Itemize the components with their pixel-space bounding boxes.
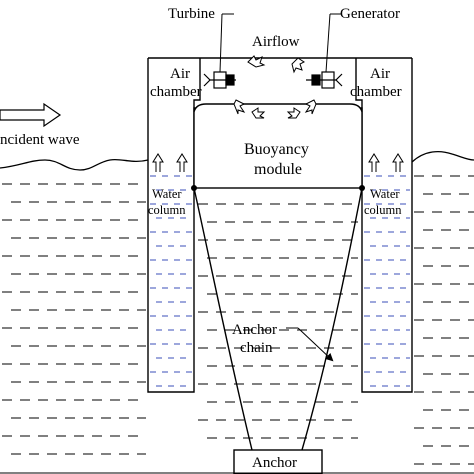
incident-wave-arrow (0, 102, 62, 128)
turbine-unit (203, 71, 236, 89)
sea-surface-left (0, 158, 149, 171)
anchor-label: Anchor (252, 455, 297, 471)
buoyancy-module-label-1: Buoyancy (244, 141, 309, 158)
water-column-arrows (152, 153, 404, 172)
air-chamber-left-label-2: chamber (150, 84, 202, 100)
buoyancy-module-label-2: module (254, 161, 302, 178)
generator-leader (325, 13, 331, 73)
water-column-right-fill (364, 175, 410, 387)
turbine-leader (219, 13, 223, 73)
chain-joint-left (191, 185, 197, 191)
anchor-chain-right (301, 187, 363, 451)
sea-surface-right (411, 150, 474, 163)
airflow-arrows (233, 55, 317, 119)
sea-water-center (198, 203, 358, 439)
anchor-chain-label-2: chain (240, 340, 273, 356)
airflow-label: Airflow (252, 34, 300, 50)
generator-label: Generator (340, 6, 400, 22)
device-structure (147, 57, 413, 393)
anchor-chain-left (193, 187, 253, 451)
incident-wave-label: ncident wave (0, 132, 80, 148)
chain-joint-right (359, 185, 365, 191)
water-column-right-label-1: Water (370, 187, 400, 201)
generator-unit (306, 71, 343, 89)
buoyancy-module-top (193, 103, 363, 113)
sea-water-left (2, 183, 146, 455)
water-column-right-label-2: column (364, 203, 402, 217)
turbine-label: Turbine (168, 6, 215, 22)
water-column-left-label-1: Water (152, 187, 182, 201)
anchor-chain-label-1: Anchor (232, 322, 277, 338)
water-column-left-fill (150, 175, 192, 387)
air-chamber-left-label-1: Air (170, 66, 190, 82)
air-chamber-right-label-2: chamber (350, 84, 402, 100)
anchor-chain-leader (297, 327, 334, 362)
water-column-left-label-2: column (148, 203, 186, 217)
anchor-block (233, 449, 323, 474)
air-chamber-right-label-1: Air (370, 66, 390, 82)
sea-water-right (414, 175, 474, 465)
